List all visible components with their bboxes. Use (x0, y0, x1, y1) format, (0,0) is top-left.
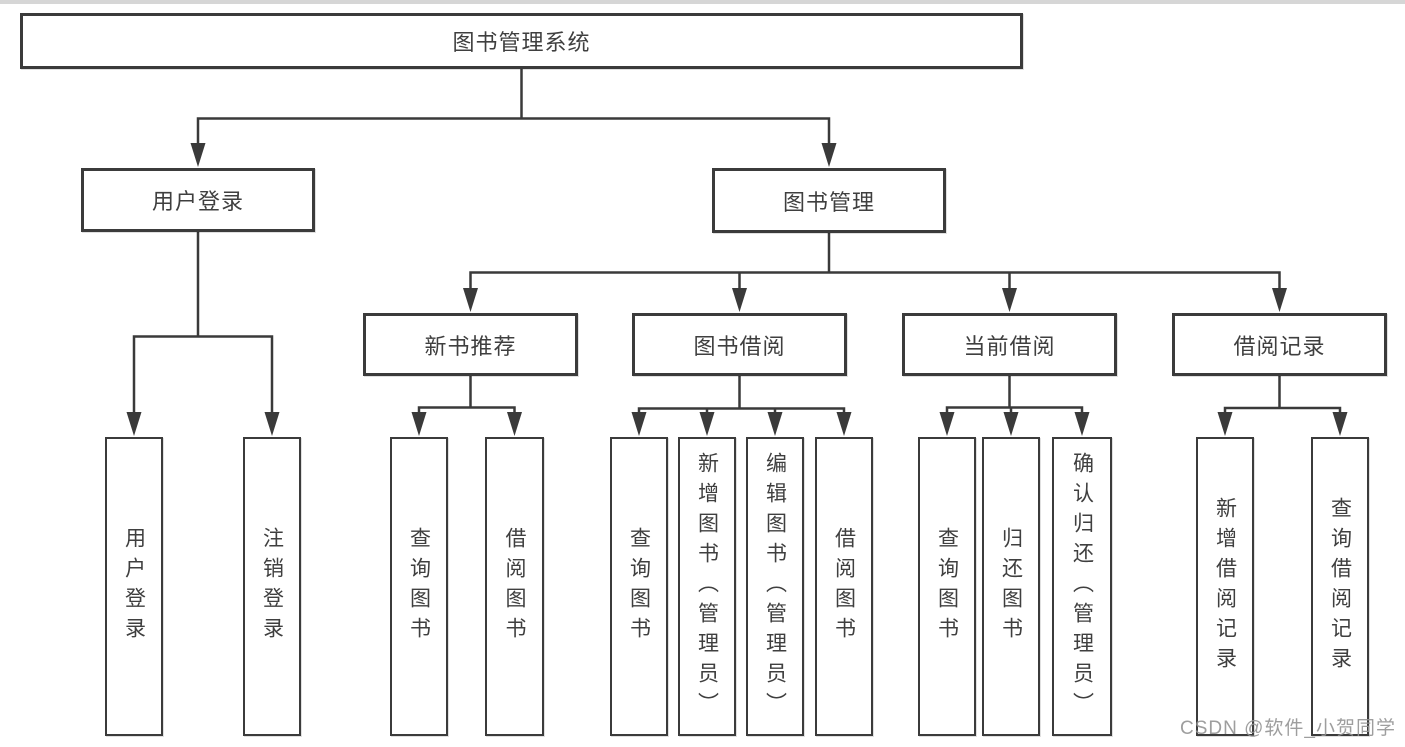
leaf-label: 确认归还（管理员） (1070, 451, 1094, 722)
arrow-down-icon (1002, 288, 1017, 312)
node-root-system: 图书管理系统 (20, 13, 1023, 69)
node-label: 图书管理系统 (452, 30, 591, 55)
arrow-down-icon (264, 412, 280, 436)
leaf-borrow-book-recommend: 借阅图书 (485, 437, 544, 736)
arrow-down-icon (411, 412, 427, 436)
node-book-management: 图书管理 (712, 168, 946, 233)
leaf-label: 查询图书 (935, 526, 959, 647)
leaf-label: 借阅图书 (503, 526, 526, 647)
leaf-query-book-current: 查询图书 (918, 437, 976, 736)
arrow-down-icon (1332, 412, 1348, 436)
node-borrow-record: 借阅记录 (1172, 313, 1387, 376)
arrow-down-icon (836, 412, 852, 436)
csdn-watermark: CSDN @软件_小贺同学 (1180, 718, 1396, 739)
leaf-label: 查询图书 (407, 526, 431, 647)
arrow-down-icon (1217, 412, 1233, 436)
edge-newbook-fork (417, 376, 516, 418)
leaf-query-borrow-record: 查询借阅记录 (1311, 437, 1369, 736)
edge-userlogin-fork (132, 232, 274, 418)
arrow-down-icon (939, 412, 955, 436)
arrow-down-icon (126, 412, 142, 436)
arrow-down-icon (821, 143, 837, 167)
edge-borrow-fork (637, 376, 846, 418)
arrow-down-icon (463, 288, 478, 312)
leaf-label: 查询借阅记录 (1328, 496, 1352, 677)
leaf-label: 归还图书 (999, 526, 1023, 647)
leaf-query-book-recommend: 查询图书 (390, 437, 448, 736)
arrow-down-icon (1074, 412, 1090, 436)
arrow-down-icon (190, 143, 206, 167)
leaf-query-book-borrow: 查询图书 (610, 437, 668, 736)
leaf-label: 新增图书（管理员） (695, 451, 719, 722)
arrow-down-icon (699, 412, 715, 436)
arrow-down-icon (767, 412, 783, 436)
screenshot-top-edge (0, 0, 1405, 4)
node-new-book-recommend: 新书推荐 (363, 313, 578, 376)
leaf-logout: 注销登录 (243, 437, 301, 736)
leaf-user-login: 用户登录 (105, 437, 163, 736)
node-label: 图书借阅 (693, 333, 786, 359)
leaf-return-book: 归还图书 (982, 437, 1040, 736)
node-current-borrow: 当前借阅 (902, 313, 1117, 376)
edge-management-to-level3 (469, 233, 1281, 298)
arrow-down-icon (1272, 288, 1287, 312)
leaf-label: 查询图书 (627, 526, 651, 647)
leaf-edit-book-admin: 编辑图书（管理员） (746, 437, 804, 736)
edge-current-fork (945, 376, 1084, 418)
arrow-down-icon (507, 412, 522, 436)
leaf-label: 新增借阅记录 (1213, 496, 1237, 677)
leaf-add-borrow-record: 新增借阅记录 (1196, 437, 1254, 736)
edge-record-fork (1223, 376, 1342, 418)
arrow-down-icon (732, 288, 747, 312)
edge-root-to-level2 (196, 69, 831, 148)
node-book-borrow: 图书借阅 (632, 313, 847, 376)
leaf-borrow-book: 借阅图书 (815, 437, 873, 736)
node-label: 当前借阅 (963, 333, 1056, 359)
leaf-label: 注销登录 (260, 526, 284, 647)
leaf-add-book-admin: 新增图书（管理员） (678, 437, 736, 736)
leaf-label: 借阅图书 (832, 526, 856, 647)
leaf-label: 编辑图书（管理员） (763, 451, 787, 722)
node-user-login: 用户登录 (81, 168, 315, 232)
node-label: 用户登录 (151, 189, 244, 214)
arrow-down-icon (631, 412, 647, 436)
node-label: 新书推荐 (424, 333, 517, 359)
node-label: 图书管理 (782, 189, 875, 215)
arrow-down-icon (1003, 412, 1019, 436)
node-label: 借阅记录 (1233, 333, 1326, 359)
leaf-label: 用户登录 (122, 526, 146, 647)
leaf-confirm-return-admin: 确认归还（管理员） (1052, 437, 1112, 736)
